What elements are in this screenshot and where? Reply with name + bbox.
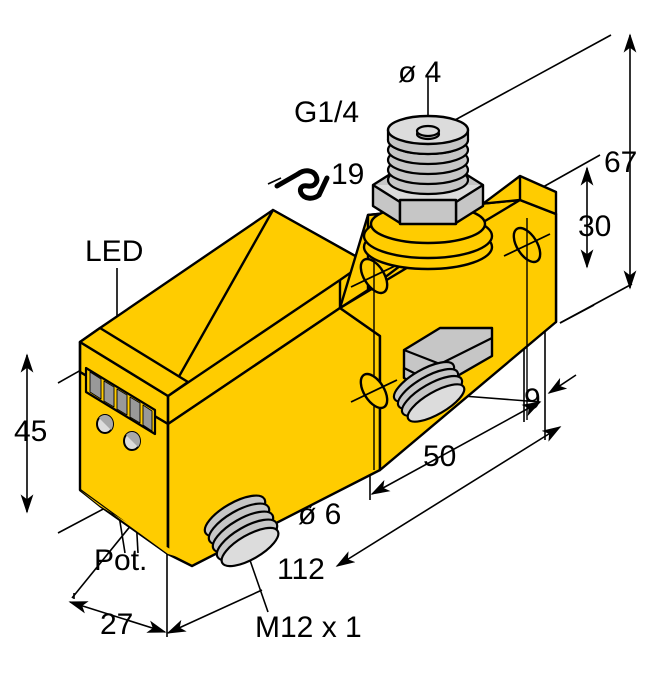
extension-line-top xyxy=(454,34,612,121)
pot-screw-1-slot xyxy=(99,414,114,430)
label-bore-4: ø 4 xyxy=(398,56,442,89)
extension-line-body-bot-2 xyxy=(559,304,595,324)
sensor-body-group xyxy=(78,114,558,568)
m12-connector-assembly xyxy=(203,494,280,568)
dimension-30: 30 xyxy=(578,210,612,243)
m12-thread-end xyxy=(220,526,280,568)
pot-screw-2-slot xyxy=(126,431,141,447)
label-wrench-size: 19 xyxy=(331,158,365,191)
dimension-67: 67 xyxy=(604,146,638,179)
label-g14: G1/4 xyxy=(294,96,360,129)
dim-line-112 xyxy=(335,426,562,567)
label-pot: Pot. xyxy=(94,544,148,577)
led-segment-1 xyxy=(89,371,102,400)
mounting-holes-group xyxy=(350,218,551,470)
label-led: LED xyxy=(85,235,144,268)
leader-wrench xyxy=(267,177,282,185)
led-segment-2 xyxy=(103,380,115,408)
dimension-27: 27 xyxy=(100,608,134,641)
mount-hole-2-axis-h xyxy=(350,379,398,403)
dim-line-m12 xyxy=(166,589,263,634)
edge-body-ridge xyxy=(167,279,341,397)
dimension-112: 112 xyxy=(277,553,325,586)
led-segment-3 xyxy=(116,388,128,416)
right-thread-end xyxy=(406,383,466,423)
right-connector-assembly xyxy=(392,326,494,423)
potentiometer-screws xyxy=(96,414,141,451)
led-segment-4 xyxy=(129,396,141,424)
label-m12: M12 x 1 xyxy=(255,611,362,644)
port-bore-4-top xyxy=(415,124,441,138)
dimension-45: 45 xyxy=(14,415,48,448)
led-segments-group xyxy=(89,371,153,432)
label-bore-6: ø 6 xyxy=(298,498,342,531)
led-segment-5 xyxy=(142,404,153,432)
hex-nut-front-facet xyxy=(398,198,458,226)
body-chamfer-top xyxy=(78,326,190,398)
dim-line-27 xyxy=(68,601,167,633)
wrench-icon xyxy=(274,168,330,201)
g14-port-assembly xyxy=(362,114,494,271)
dimension-50: 50 xyxy=(423,440,457,473)
dim-line-9 xyxy=(547,374,577,394)
dimension-9: 9 xyxy=(524,383,541,416)
led-display-panel xyxy=(84,366,157,436)
